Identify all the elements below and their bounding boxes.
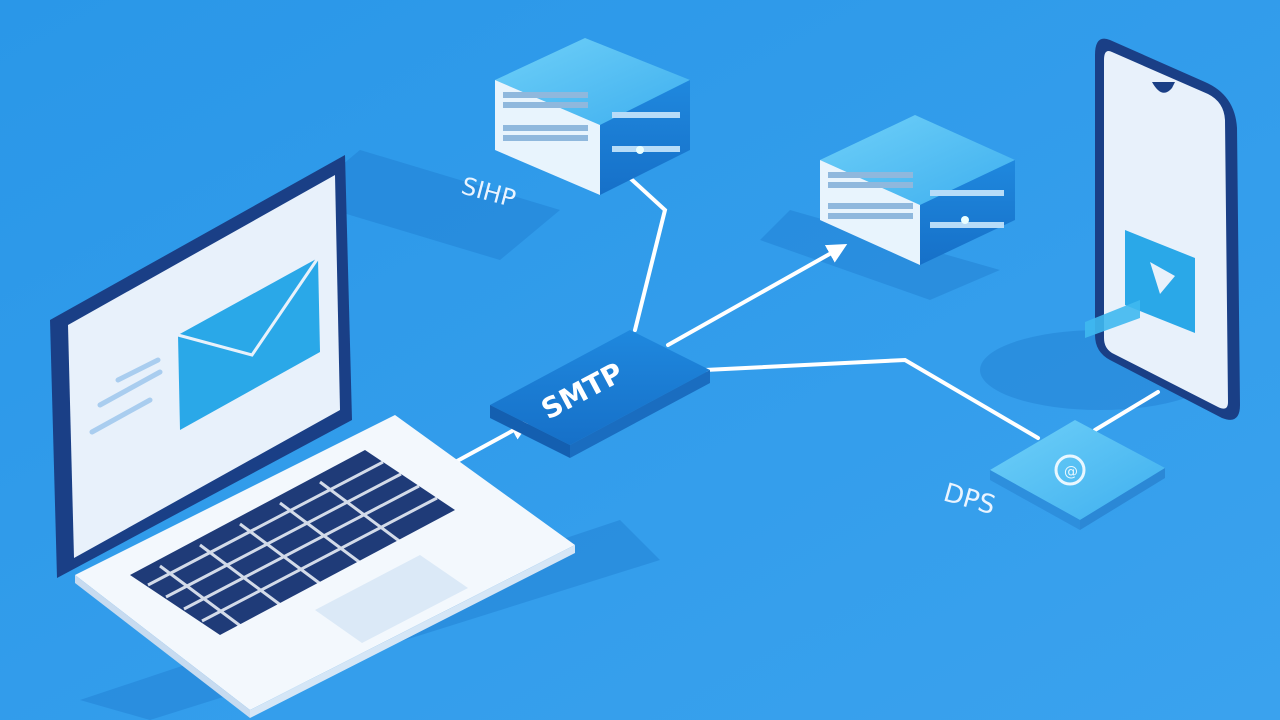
line-dps-to-phone — [1093, 390, 1160, 432]
arrow-laptop-to-smtp — [446, 421, 531, 468]
line-smtp-to-dps — [703, 357, 1040, 440]
message-bubble-icon — [1085, 230, 1195, 338]
smtp-tile[interactable]: SMTP — [490, 330, 710, 458]
line-smtp-to-top-server — [628, 176, 668, 332]
laptop-with-email-icon[interactable] — [50, 155, 575, 718]
smartphone-with-message-icon[interactable] — [1085, 38, 1240, 420]
envelope-icon — [89, 257, 320, 435]
connectors — [446, 176, 1160, 468]
dps-glyph: @ — [1064, 464, 1078, 480]
server-rack-icon-2 — [820, 115, 1015, 265]
at-sign-icon — [1054, 454, 1086, 486]
server-rack-icon — [495, 38, 690, 195]
dps-tile[interactable]: @ — [990, 420, 1165, 530]
arrow-smtp-to-server — [666, 244, 848, 347]
